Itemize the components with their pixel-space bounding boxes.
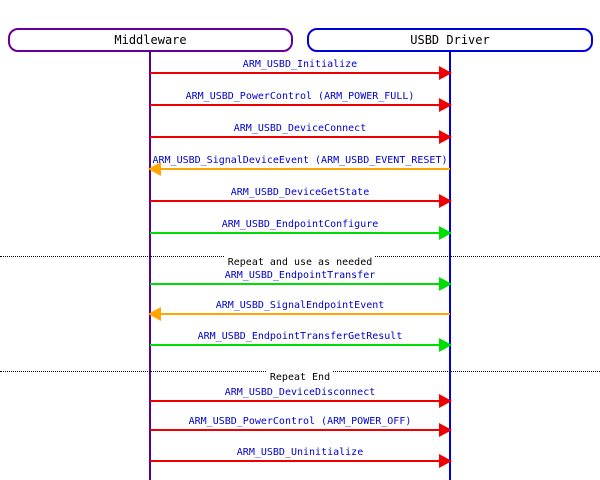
message-row: ARM_USBD_SignalEndpointEvent bbox=[148, 298, 450, 321]
message-row: ARM_USBD_Initialize bbox=[150, 57, 452, 80]
message-row: ARM_USBD_EndpointConfigure bbox=[150, 217, 452, 240]
message-row: ARM_USBD_Uninitialize bbox=[150, 445, 452, 468]
message-row: ARM_USBD_DeviceConnect bbox=[150, 121, 452, 144]
arrowhead-right-icon bbox=[439, 226, 452, 240]
arrowhead-left-icon bbox=[148, 162, 161, 176]
participant-box-middleware: Middleware bbox=[8, 28, 293, 52]
message-label: ARM_USBD_DeviceConnect bbox=[233, 123, 367, 134]
arrowhead-right-icon bbox=[439, 454, 452, 468]
message-label: ARM_USBD_PowerControl (ARM_POWER_FULL) bbox=[185, 91, 415, 102]
message-row: ARM_USBD_EndpointTransferGetResult bbox=[150, 329, 452, 352]
message-label: ARM_USBD_SignalEndpointEvent bbox=[215, 300, 385, 311]
arrowhead-right-icon bbox=[439, 338, 452, 352]
lifeline-usbd-driver bbox=[449, 52, 451, 480]
message-row: ARM_USBD_PowerControl (ARM_POWER_OFF) bbox=[150, 414, 452, 437]
message-label: ARM_USBD_Uninitialize bbox=[236, 447, 364, 458]
message-row: ARM_USBD_SignalDeviceEvent (ARM_USBD_EVE… bbox=[148, 153, 450, 176]
message-label: ARM_USBD_EndpointTransferGetResult bbox=[197, 331, 403, 342]
arrowhead-right-icon bbox=[439, 423, 452, 437]
message-label: ARM_USBD_Initialize bbox=[242, 59, 358, 70]
participant-label: Middleware bbox=[114, 33, 187, 47]
message-label: ARM_USBD_EndpointConfigure bbox=[221, 219, 379, 230]
repeat-divider: Repeat and use as needed bbox=[0, 250, 600, 269]
message-label: ARM_USBD_PowerControl (ARM_POWER_OFF) bbox=[188, 416, 412, 427]
message-row: ARM_USBD_DeviceDisconnect bbox=[150, 385, 452, 408]
message-row: ARM_USBD_PowerControl (ARM_POWER_FULL) bbox=[150, 89, 452, 112]
lifeline-middleware bbox=[149, 52, 151, 480]
repeat-divider-label: Repeat and use as needed bbox=[224, 256, 376, 269]
arrowhead-right-icon bbox=[439, 194, 452, 208]
message-label: ARM_USBD_DeviceGetState bbox=[230, 187, 370, 198]
message-label: ARM_USBD_EndpointTransfer bbox=[224, 270, 376, 281]
participant-box-usbd-driver: USBD Driver bbox=[307, 28, 593, 52]
message-row: ARM_USBD_EndpointTransfer bbox=[150, 268, 452, 291]
arrowhead-right-icon bbox=[439, 277, 452, 291]
message-label: ARM_USBD_SignalDeviceEvent (ARM_USBD_EVE… bbox=[152, 155, 448, 166]
arrowhead-right-icon bbox=[439, 394, 452, 408]
repeat-end-divider-label: Repeat End bbox=[266, 371, 334, 384]
arrowhead-right-icon bbox=[439, 98, 452, 112]
message-label: ARM_USBD_DeviceDisconnect bbox=[224, 387, 376, 398]
repeat-end-divider: Repeat End bbox=[0, 365, 600, 384]
participant-label: USBD Driver bbox=[410, 33, 490, 47]
arrowhead-right-icon bbox=[439, 66, 452, 80]
message-row: ARM_USBD_DeviceGetState bbox=[150, 185, 452, 208]
arrowhead-left-icon bbox=[148, 307, 161, 321]
arrowhead-right-icon bbox=[439, 130, 452, 144]
